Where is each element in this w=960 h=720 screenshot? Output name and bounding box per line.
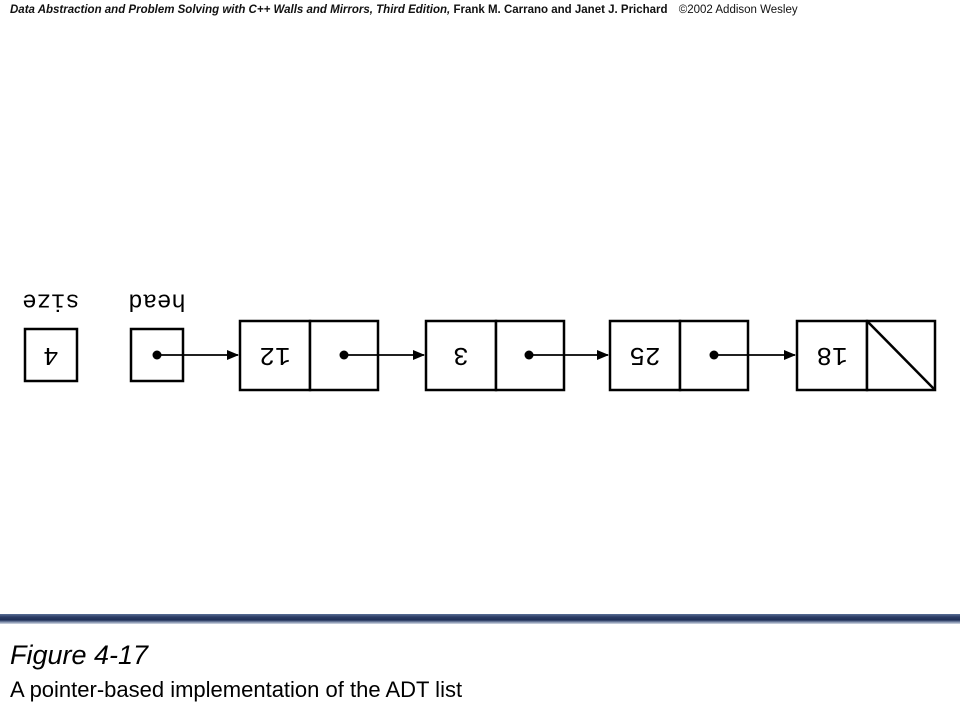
- size-label: size: [22, 287, 80, 314]
- size-box: [23, 327, 79, 383]
- page-header: Data Abstraction and Problem Solving wit…: [10, 4, 798, 16]
- authors: Frank M. Carrano and Janet J. Prichard: [453, 4, 668, 16]
- node-3-item: 25: [629, 340, 660, 370]
- node-2-item-box: [424, 319, 498, 392]
- size-value-group: 4: [43, 340, 59, 370]
- node-3-item-group: 25: [629, 340, 660, 370]
- node-2-item: 3: [453, 340, 469, 370]
- node-4-item-group: 18: [816, 340, 847, 370]
- head-label: head: [128, 287, 186, 314]
- slide-divider: [0, 614, 960, 624]
- size-value: 4: [43, 340, 59, 370]
- node-4-item: 18: [816, 340, 847, 370]
- node-1-item: 12: [259, 340, 290, 370]
- node-2-item-group: 3: [453, 340, 469, 370]
- linked-list-diagram: size 4 head 12 3 25 18: [22, 287, 937, 392]
- publisher: ©2002 Addison Wesley: [678, 4, 798, 16]
- size-label-group: size: [22, 287, 80, 314]
- node-1-item-box: [238, 319, 312, 392]
- node-3-item-box: [608, 319, 682, 392]
- head-label-group: head: [128, 287, 186, 314]
- figure-number: Figure 4-17: [10, 640, 149, 670]
- node-1-item-group: 12: [259, 340, 290, 370]
- node-4-item-box: [795, 319, 869, 392]
- null-pointer-slash: [866, 320, 936, 391]
- figure-caption: A pointer-based implementation of the AD…: [10, 677, 463, 702]
- book-title: Data Abstraction and Problem Solving wit…: [10, 4, 451, 16]
